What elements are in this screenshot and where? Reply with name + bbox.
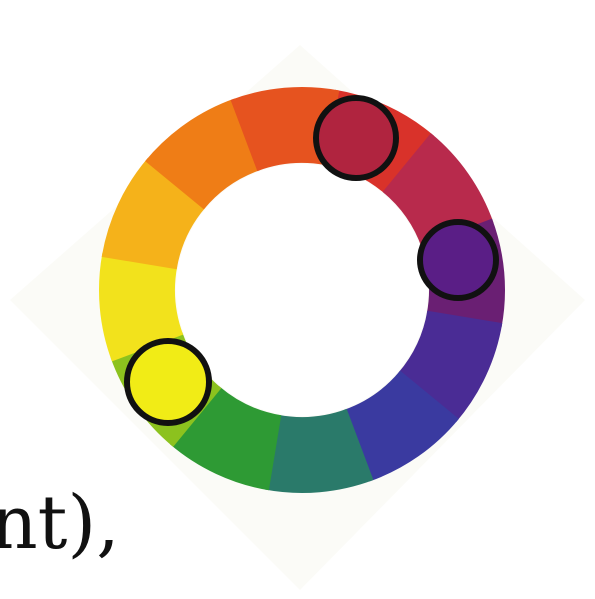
yellow-marker [127,341,209,423]
caption-fragment: nt), [0,486,120,560]
wheel-center [176,164,428,416]
red-violet-marker [316,98,396,178]
violet-marker [420,222,496,298]
